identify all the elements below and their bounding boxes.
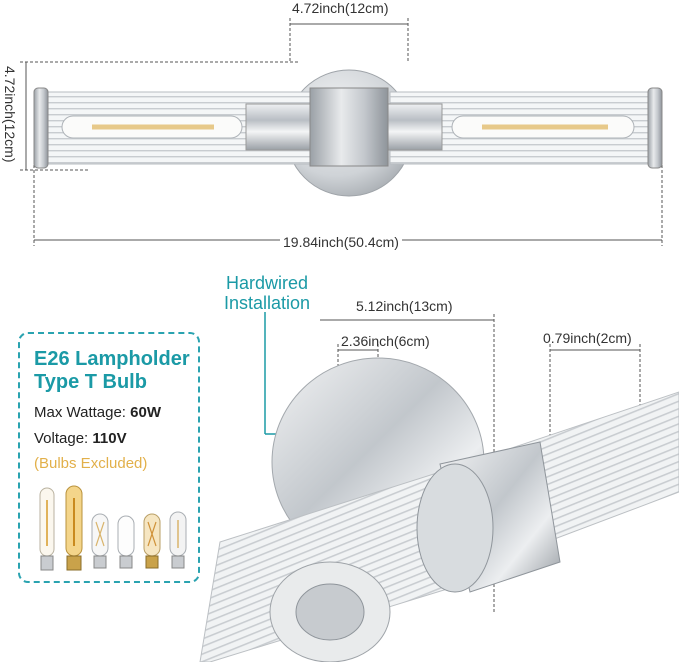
callout-line-2: Installation — [223, 293, 311, 313]
spec-title: E26 Lampholder Type T Bulb — [34, 348, 190, 394]
bulb-1-icon — [39, 487, 55, 571]
bulb-3-icon — [91, 513, 109, 569]
right-end-cap — [647, 87, 663, 169]
callout-line-1: Hardwired — [225, 273, 309, 293]
spec-title-line-2: Type T Bulb — [34, 371, 147, 393]
bulb-4-icon — [117, 515, 135, 569]
closeup-illustration — [199, 312, 679, 662]
diameter-label: 0.79inch(2cm) — [543, 330, 632, 346]
voltage-value: 110V — [92, 430, 127, 447]
bulb-5-icon — [143, 513, 161, 569]
left-end-cap — [33, 87, 49, 169]
spec-title-line-1: E26 Lampholder — [34, 348, 190, 370]
left-bulb — [61, 115, 243, 139]
bulbs-excluded-note: (Bulbs Excluded) — [34, 455, 148, 472]
spec-wattage: Max Wattage: 60W — [34, 404, 161, 421]
hardwired-callout: Hardwired Installation — [212, 273, 322, 313]
center-hub — [309, 87, 389, 167]
center-socket-left — [245, 103, 313, 151]
bulb-6-icon — [169, 511, 187, 569]
closeup-socket-face — [416, 463, 494, 593]
top-width-label: 4.72inch(12cm) — [292, 0, 389, 16]
spec-box: E26 Lampholder Type T Bulb Max Wattage: … — [18, 332, 200, 583]
top-fixture-illustration — [20, 18, 663, 246]
offset-label: 2.36inch(6cm) — [341, 333, 430, 349]
wattage-value: 60W — [130, 404, 161, 421]
wattage-label: Max Wattage: — [34, 404, 131, 421]
bulb-2-icon — [65, 485, 83, 571]
bulb-types-illustration — [39, 485, 187, 571]
center-socket-right — [383, 103, 443, 151]
spec-voltage: Voltage: 110V — [34, 430, 127, 447]
mount-length-label: 5.12inch(13cm) — [356, 298, 453, 314]
height-label: 4.72inch(12cm) — [2, 66, 18, 163]
total-length-label: 19.84inch(50.4cm) — [280, 234, 402, 250]
height-dimension — [20, 61, 300, 171]
top-width-dimension — [289, 18, 409, 62]
right-bulb — [451, 115, 635, 139]
voltage-label: Voltage: — [34, 430, 93, 447]
